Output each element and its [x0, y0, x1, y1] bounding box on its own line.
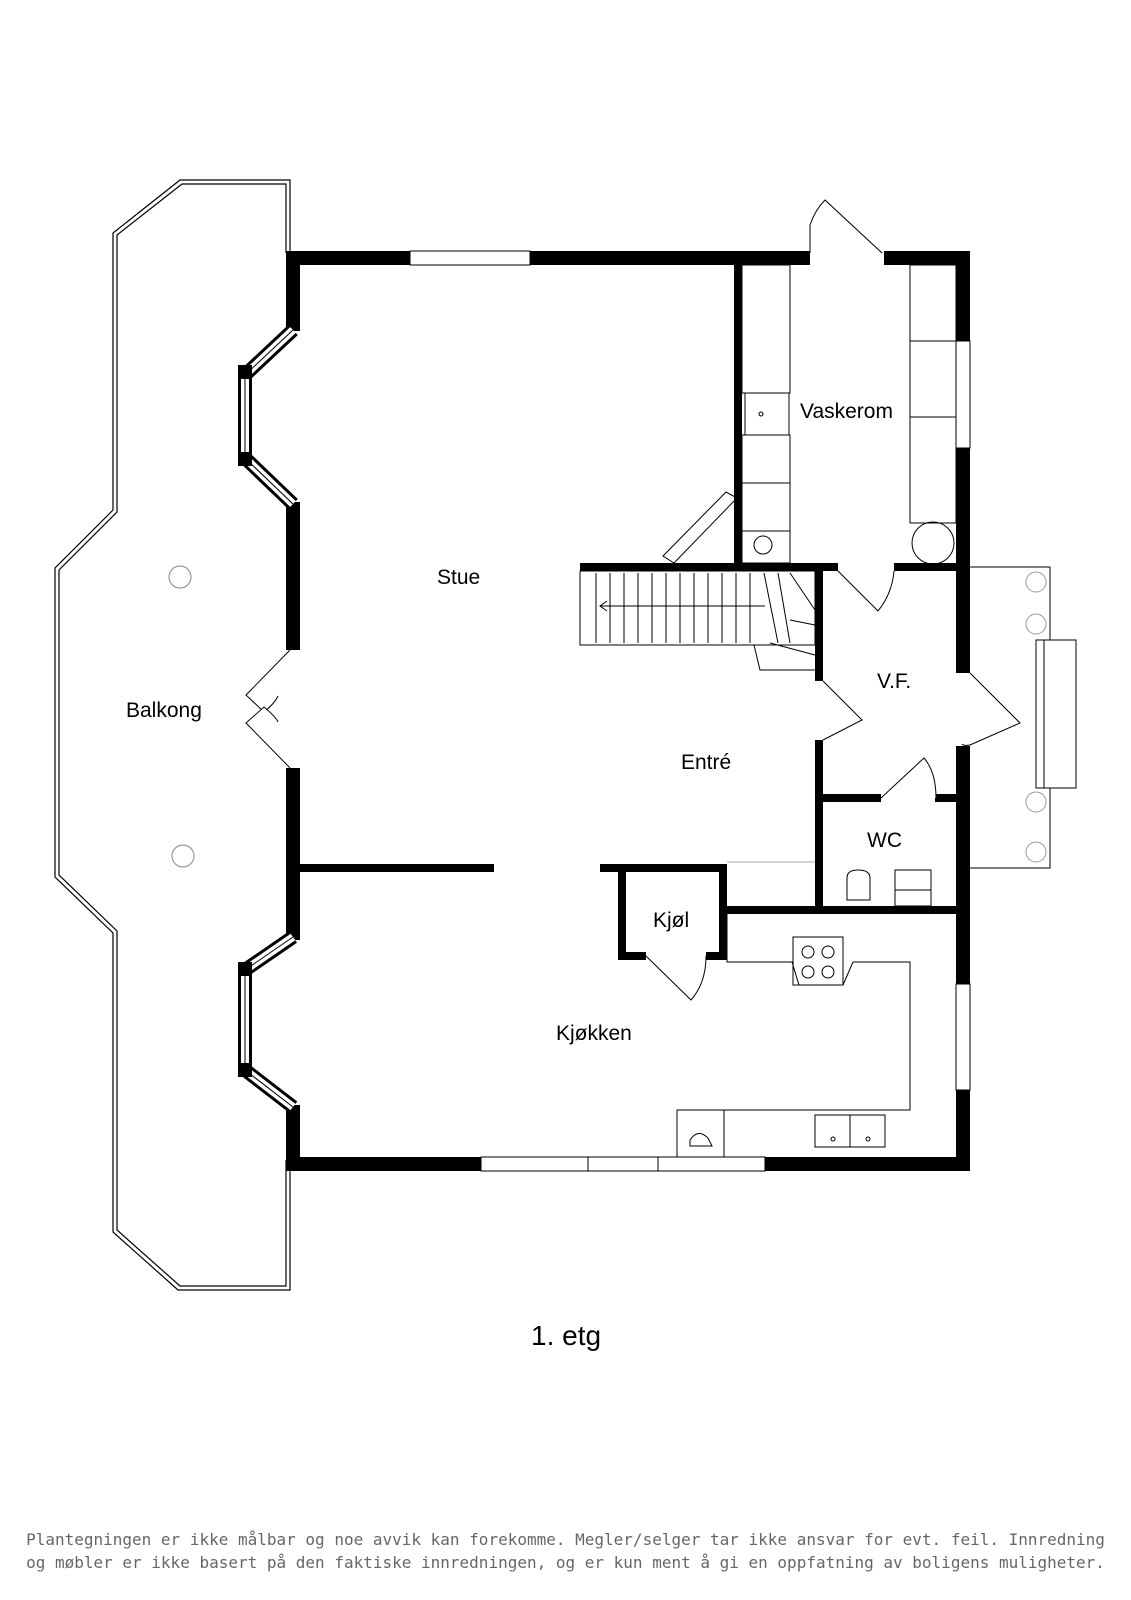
boiler-icon	[911, 521, 955, 565]
floor-label: 1. etg	[531, 1320, 601, 1351]
room-labels: Vaskerom Stue Balkong V.F. Entré WC Kjøl…	[126, 400, 911, 1351]
door	[809, 199, 883, 254]
dishwasher-icon	[689, 1133, 713, 1147]
light-fixture-icon	[1025, 791, 1047, 813]
light-fixture-icon	[171, 844, 195, 868]
room-label-kjokken: Kjøkken	[556, 1022, 632, 1045]
exterior-walls	[286, 251, 970, 1171]
window	[480, 1156, 589, 1172]
porch-lights	[1025, 571, 1047, 863]
room-label-wc: WC	[867, 829, 902, 852]
window	[409, 250, 531, 266]
doors	[245, 199, 1021, 1001]
door	[245, 706, 291, 769]
door	[645, 955, 707, 1001]
stair-tread	[777, 572, 791, 644]
disclaimer-line: og møbler er ikke basert på den faktiske…	[26, 1553, 1105, 1572]
light-fixture-icon	[1025, 571, 1047, 593]
laundry-fixtures	[662, 264, 957, 565]
room-label-entre: Entré	[681, 751, 731, 774]
sink-icon	[849, 1114, 886, 1148]
light-fixture-icon	[168, 565, 192, 589]
door	[245, 649, 291, 713]
window	[955, 983, 971, 1091]
toilet-icon	[846, 869, 871, 901]
room-label-kjol: Kjøl	[653, 909, 689, 932]
door	[961, 672, 1021, 746]
balcony	[54, 179, 291, 1291]
sink-icon	[814, 1114, 851, 1148]
stair-tread	[769, 642, 816, 656]
bay-window-corners	[238, 365, 252, 1077]
stair-tread	[789, 572, 816, 611]
door	[822, 680, 863, 741]
sink-icon	[894, 869, 932, 907]
staircase	[579, 570, 816, 671]
window	[955, 340, 971, 449]
sink-icon	[744, 392, 790, 436]
interior-walls	[300, 263, 970, 960]
room-label-vf: V.F.	[877, 670, 911, 693]
window	[587, 1156, 659, 1172]
kitchen-fixtures	[676, 861, 911, 1158]
room-label-stue: Stue	[437, 566, 480, 589]
room-label-balkong: Balkong	[126, 699, 202, 722]
windows	[409, 250, 971, 1172]
disclaimer-line: Plantegningen er ikke målbar og noe avvi…	[26, 1530, 1105, 1549]
door	[880, 757, 937, 799]
door	[837, 570, 895, 612]
entrance-porch	[970, 566, 1077, 869]
stair-tread	[789, 619, 816, 626]
bay-windows	[238, 324, 298, 1113]
floor-drain-icon	[741, 530, 791, 564]
wc-fixtures	[846, 869, 932, 907]
balcony-lights	[168, 565, 195, 868]
light-fixture-icon	[1025, 841, 1047, 863]
light-fixture-icon	[1025, 613, 1047, 635]
window	[657, 1156, 766, 1172]
disclaimer: Plantegningen er ikke målbar og noe avvi…	[0, 1528, 1131, 1574]
stair-tread	[763, 572, 779, 644]
room-label-vaskerom: Vaskerom	[800, 400, 893, 423]
cooktop-icon	[792, 936, 844, 986]
